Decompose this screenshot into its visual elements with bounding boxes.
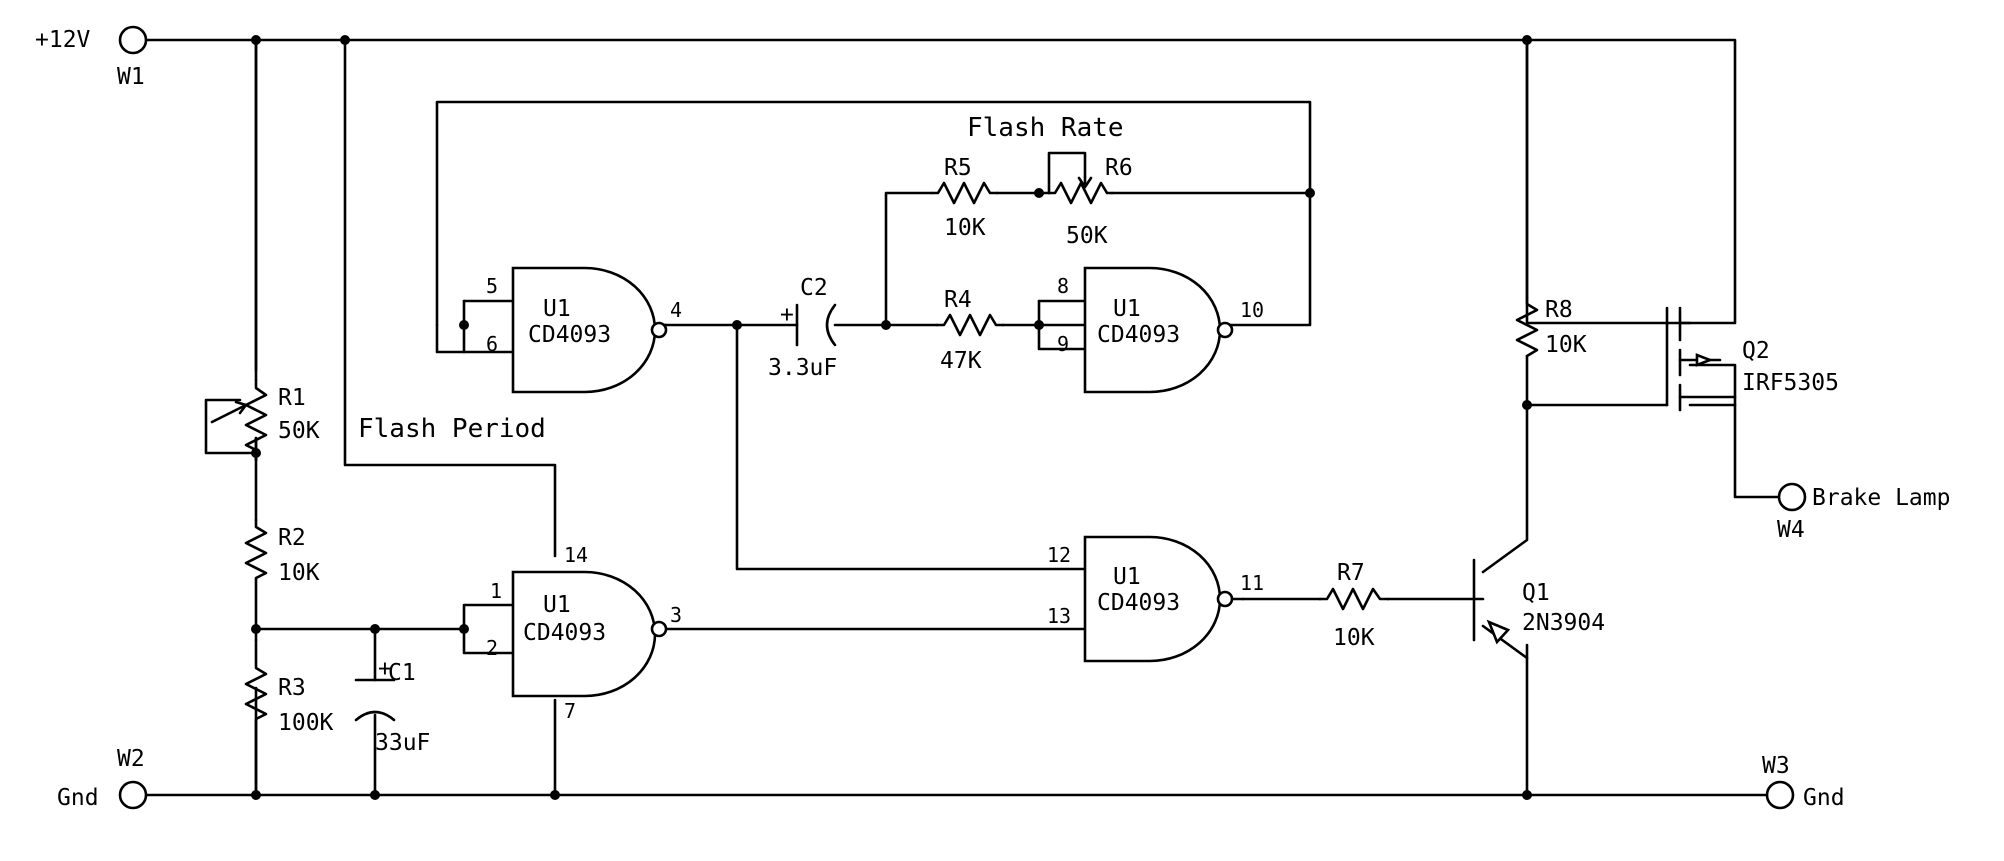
q2-ref: Q2 xyxy=(1742,338,1770,364)
terminal-w3[interactable]: Gnd W3 xyxy=(1762,753,1845,811)
capacitor-c2: + C2 3.3uF xyxy=(768,275,837,381)
g1-ref: U1 xyxy=(543,296,571,322)
junction-dot xyxy=(370,624,380,634)
q1-ref: Q1 xyxy=(1522,580,1550,606)
r5-value: 10K xyxy=(944,215,986,241)
r8-value: 10K xyxy=(1545,332,1587,358)
g3-pin-out: 3 xyxy=(670,603,682,627)
junction-dot xyxy=(370,790,380,800)
g4-pin-a: 12 xyxy=(1047,543,1071,567)
g2-part: CD4093 xyxy=(1097,322,1180,348)
w2-name: W2 xyxy=(117,746,145,772)
w2-label: Gnd xyxy=(57,785,99,811)
q1-part: 2N3904 xyxy=(1522,610,1605,636)
resistor-r1: R1 50K xyxy=(210,378,320,462)
resistor-r8: R8 10K xyxy=(1515,296,1587,358)
junction-dot xyxy=(459,624,469,634)
r4-ref: R4 xyxy=(944,287,972,313)
g4-pin-out: 11 xyxy=(1240,571,1264,595)
r3-value: 100K xyxy=(278,710,334,736)
r7-value: 10K xyxy=(1333,625,1375,651)
r6-ref: R6 xyxy=(1105,155,1133,181)
g4-ref: U1 xyxy=(1113,564,1141,590)
w3-label: Gnd xyxy=(1803,785,1845,811)
resistor-r4: R4 47K xyxy=(935,287,1005,374)
g2-pin-a: 8 xyxy=(1057,274,1069,298)
terminal-w4[interactable]: Brake Lamp W4 xyxy=(1777,482,1950,543)
r5-ref: R5 xyxy=(944,155,972,181)
resistor-r5: R5 10K xyxy=(930,155,999,241)
junctions xyxy=(251,35,1532,800)
g1-pin-a: 5 xyxy=(486,274,498,298)
c1-value: 33uF xyxy=(375,730,430,756)
junction-dot xyxy=(1522,790,1532,800)
terminal-w2[interactable]: Gnd W2 xyxy=(57,746,148,811)
g3-part: CD4093 xyxy=(523,620,606,646)
c1-ref: C1 xyxy=(388,660,416,686)
capacitor-c1: + C1 33uF xyxy=(354,656,430,756)
w3-name: W3 xyxy=(1762,753,1790,779)
junction-dot xyxy=(251,624,261,634)
r6-value: 50K xyxy=(1066,223,1108,249)
terminal-w1[interactable]: +12V W1 xyxy=(35,25,148,90)
g3-ref: U1 xyxy=(543,592,571,618)
r2-ref: R2 xyxy=(278,525,306,551)
junction-dot xyxy=(1522,400,1532,410)
w4-label: Brake Lamp xyxy=(1812,485,1950,511)
g1-pin-out: 4 xyxy=(670,298,682,322)
c2-value: 3.3uF xyxy=(768,355,837,381)
junction-dot xyxy=(550,790,560,800)
junction-dot xyxy=(459,320,469,330)
w1-label: +12V xyxy=(35,27,91,53)
g3-pin-vss: 7 xyxy=(564,699,576,723)
nand-gate-4: 12 13 11 U1 CD4093 xyxy=(1047,535,1264,663)
r2-value: 10K xyxy=(278,560,320,586)
g4-pin-b: 13 xyxy=(1047,604,1071,628)
g4-part: CD4093 xyxy=(1097,590,1180,616)
transistor-q2: Q2 IRF5305 xyxy=(1525,38,1839,412)
resistor-r6: R6 50K xyxy=(1047,155,1133,249)
c1-polarity: + xyxy=(378,656,392,682)
junction-dot xyxy=(881,320,891,330)
g3-pin-b: 2 xyxy=(486,636,498,660)
w1-name: W1 xyxy=(117,64,145,90)
r3-ref: R3 xyxy=(278,675,306,701)
resistor-r7: R7 10K xyxy=(1318,560,1390,651)
q2-part: IRF5305 xyxy=(1742,370,1839,396)
r1-value: 50K xyxy=(278,418,320,444)
nand-gate-2: 8 9 10 U1 CD4093 xyxy=(1037,266,1264,394)
transistor-q1: Q1 2N3904 xyxy=(1472,558,1605,645)
junction-dot xyxy=(732,320,742,330)
r1-ref: R1 xyxy=(278,385,306,411)
g2-pin-out: 10 xyxy=(1240,298,1264,322)
nand-gate-3: 1 2 3 14 7 U1 CD4093 xyxy=(486,543,682,723)
resistor-r2: R2 10K xyxy=(244,518,320,586)
r7-ref: R7 xyxy=(1337,560,1365,586)
r4-value: 47K xyxy=(940,348,982,374)
g3-pin-vdd: 14 xyxy=(564,543,588,567)
flash-rate-title: Flash Rate xyxy=(967,113,1124,143)
junction-dot xyxy=(340,35,350,45)
g1-part: CD4093 xyxy=(528,322,611,348)
flash-period-title: Flash Period xyxy=(358,414,546,444)
junction-dot xyxy=(1034,320,1044,330)
g1-pin-b: 6 xyxy=(486,332,498,356)
g2-ref: U1 xyxy=(1113,296,1141,322)
junction-dot xyxy=(1034,188,1044,198)
resistor-r3: R3 100K xyxy=(244,638,334,797)
r8-ref: R8 xyxy=(1545,297,1573,323)
g3-pin-a: 1 xyxy=(490,579,502,603)
nand-gate-1: 5 6 4 U1 CD4093 xyxy=(462,266,682,394)
c2-ref: C2 xyxy=(800,275,828,301)
junction-dot xyxy=(1305,188,1315,198)
c2-polarity: + xyxy=(780,302,794,328)
g2-pin-b: 9 xyxy=(1057,332,1069,356)
w4-name: W4 xyxy=(1777,517,1805,543)
